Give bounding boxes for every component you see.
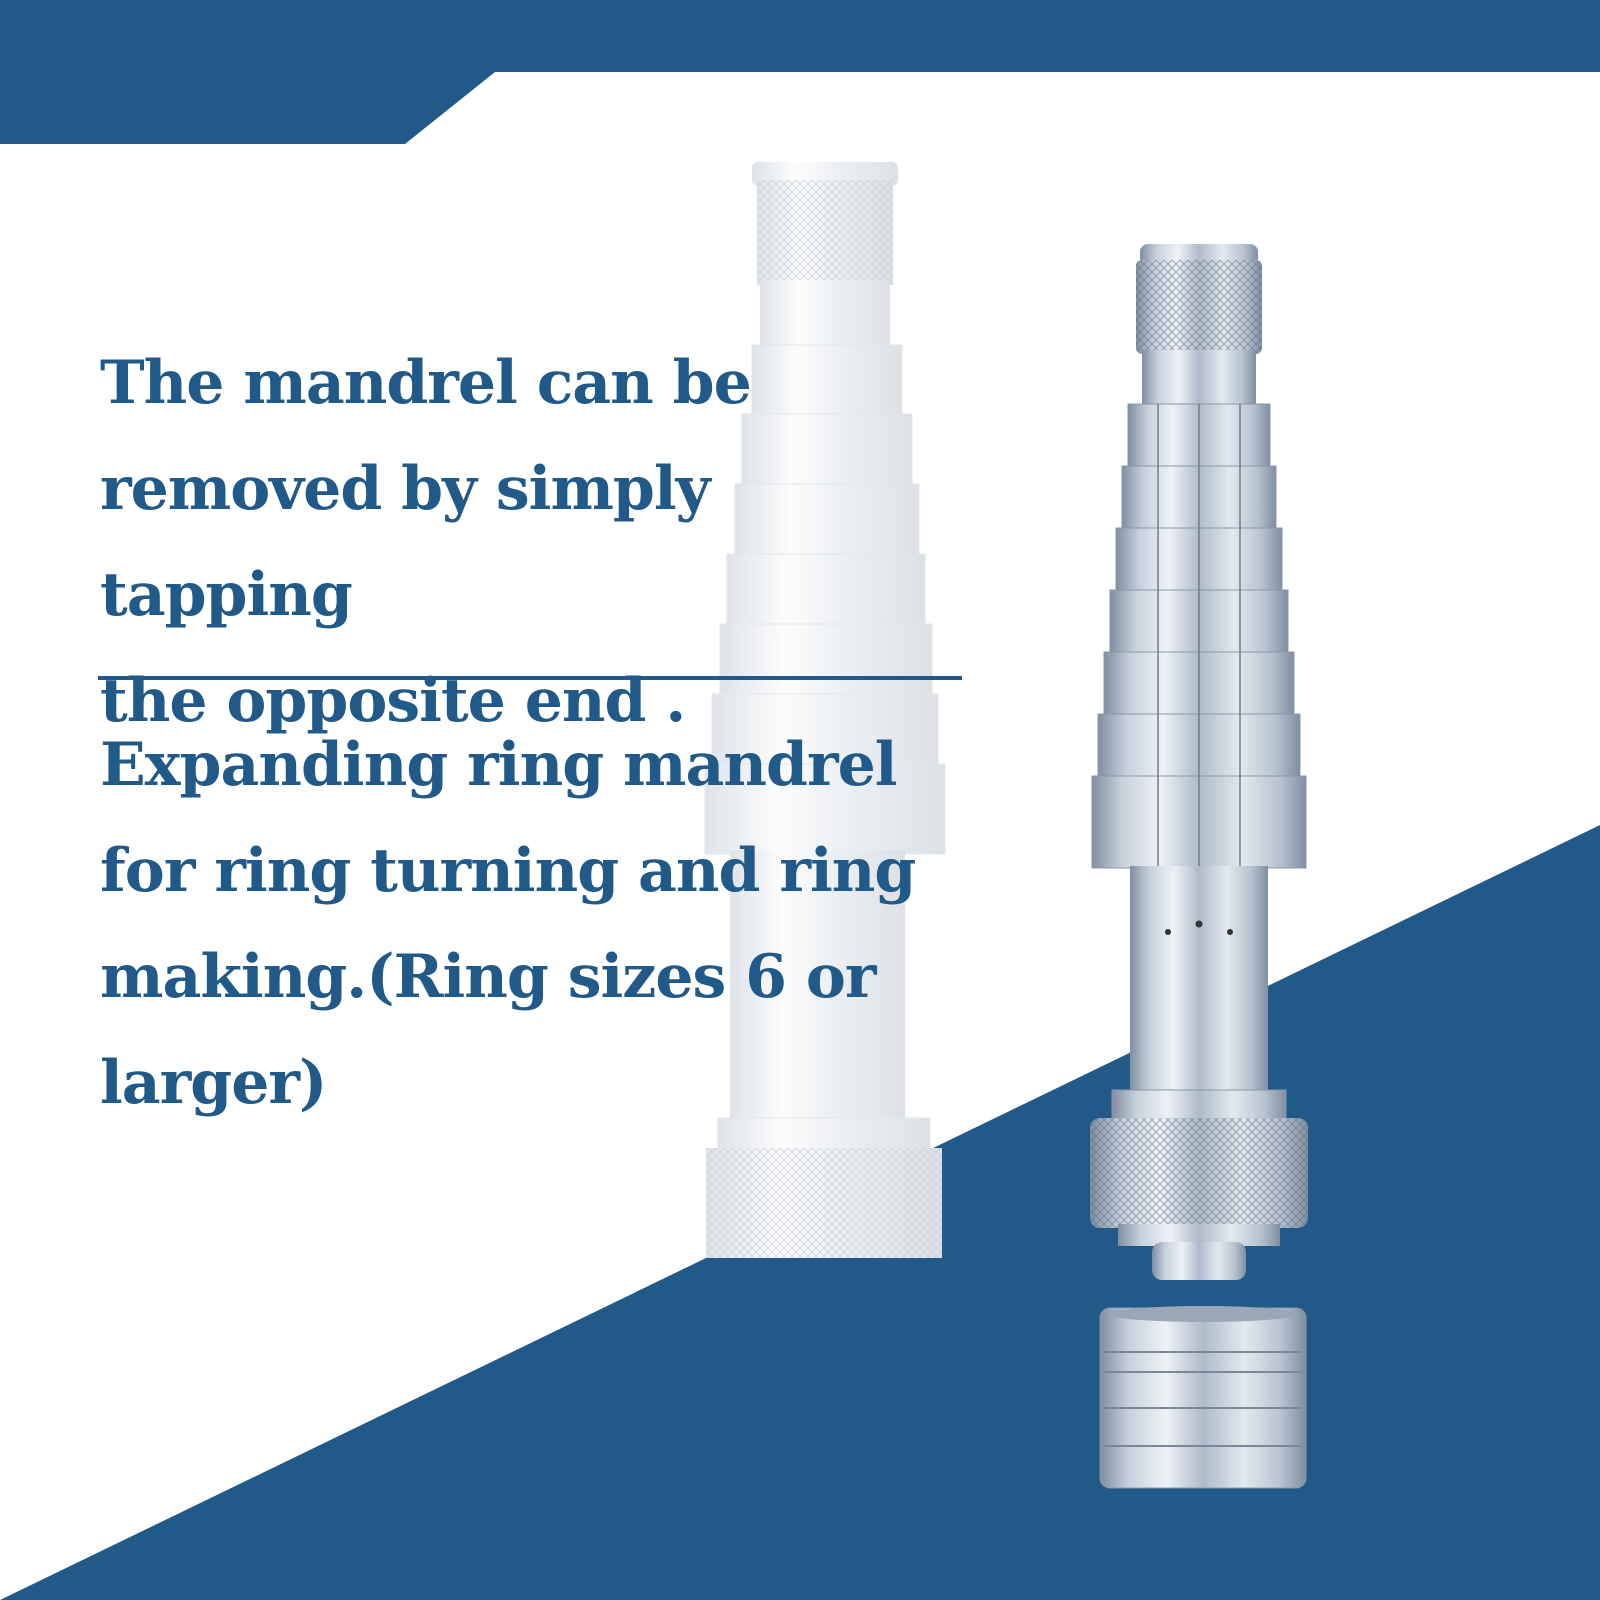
stepped-mandrel-icon: [1090, 244, 1308, 1280]
divider-line: [98, 676, 962, 680]
top-band: [0, 0, 1600, 144]
knurled-cap-icon: [1136, 260, 1262, 354]
removal-note-text: The mandrel can be removed by simply tap…: [100, 348, 752, 736]
product-description-text: Expanding ring mandrel for ring turning …: [100, 730, 916, 1118]
stepped-mandrel-ghost-icon: [704, 162, 946, 1258]
sleeve-ring-icon: [1099, 1306, 1307, 1489]
knurled-nut-icon: [1090, 1118, 1308, 1228]
